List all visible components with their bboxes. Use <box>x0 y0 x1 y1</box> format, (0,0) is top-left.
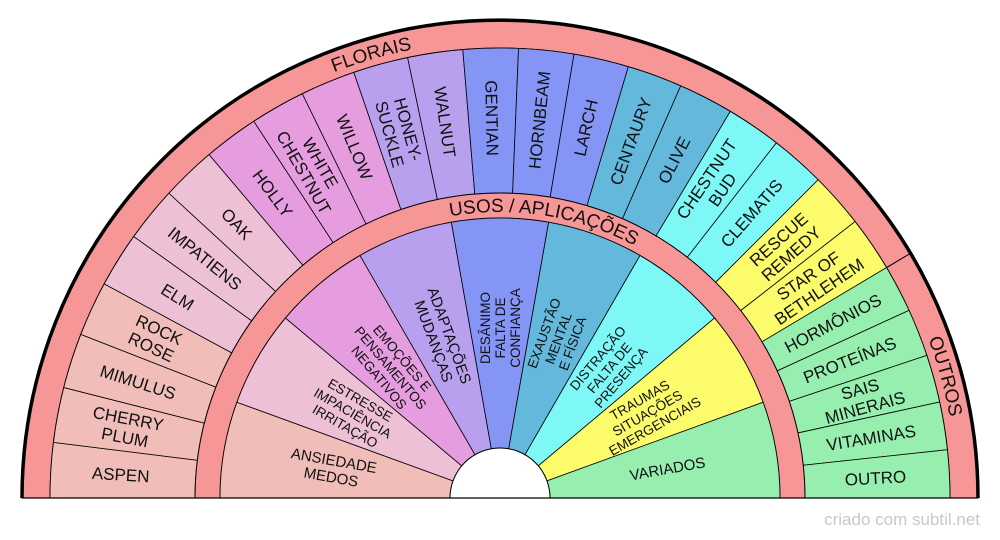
use-label-line: DESÂNIMO <box>478 292 493 364</box>
other-label-line: OUTRO <box>844 467 906 489</box>
flower-sector: WALNUT <box>407 49 476 200</box>
flower-sector: ELM <box>103 235 253 354</box>
flower-sector: GENTIAN <box>462 47 519 195</box>
flower-sector: OAK <box>168 154 304 293</box>
credit-text: criado com subtil.net <box>824 510 980 529</box>
use-label-line: CONFIANÇA <box>508 288 523 368</box>
flower-sector: LARCH <box>549 53 629 207</box>
use-sector: VARIADOS <box>546 401 781 499</box>
flower-label-line: GENTIAN <box>481 80 502 156</box>
flower-sector: HORNBEAM <box>512 47 575 198</box>
other-sector: OUTRO <box>802 449 951 499</box>
flower-label-line: ASPEN <box>91 464 150 487</box>
flower-sector: ASPEN <box>49 441 198 499</box>
hub-circle <box>449 447 551 499</box>
use-label-line: FALTA DE <box>493 297 508 358</box>
flower-sector: MIMULUS <box>63 333 217 424</box>
outer-border <box>20 18 980 499</box>
